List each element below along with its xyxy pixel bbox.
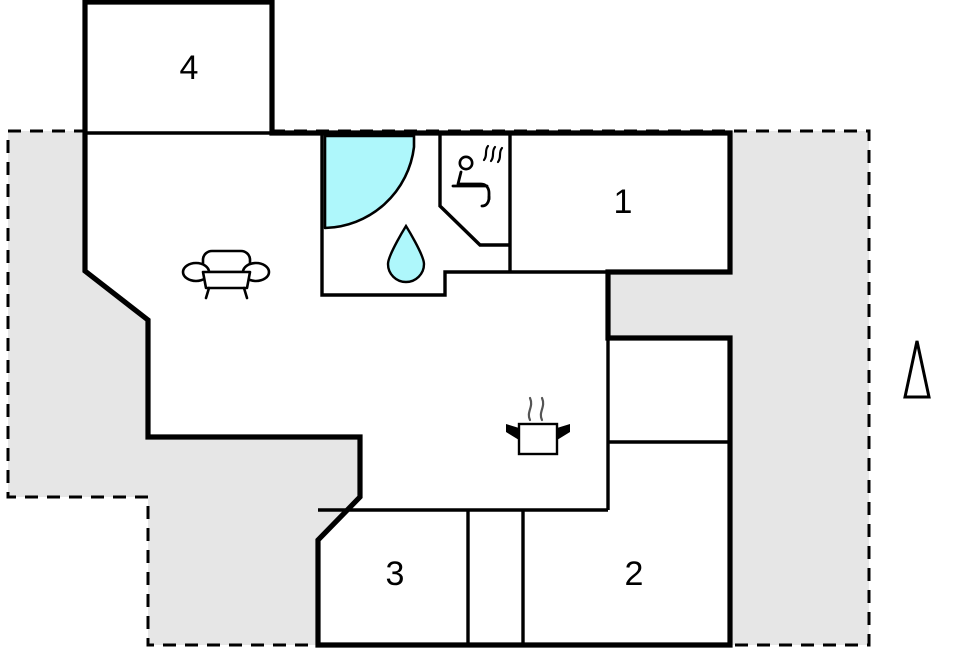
cooking-pot-steam-1	[527, 396, 533, 422]
wall-bathroom-block	[320, 133, 608, 297]
cooking-pot-steam-2	[539, 396, 545, 422]
exterior-walls-group	[82, 0, 733, 648]
room-label-4: 4	[180, 49, 199, 87]
sauna-room-group	[438, 133, 510, 247]
sauna-heat-wave-1	[482, 144, 490, 162]
bathtub-icon	[323, 134, 416, 230]
room-label-1: 1	[614, 183, 633, 221]
north-arrow-group	[903, 340, 931, 399]
sofa-icon-group	[181, 249, 271, 300]
bathtub-group	[323, 134, 416, 230]
sofa-backrest	[201, 249, 252, 274]
sauna-heat-wave-3	[496, 146, 504, 164]
sofa-leg-left	[204, 286, 211, 300]
room-4-fill	[85, 2, 272, 133]
water-drop-icon	[386, 223, 426, 284]
cooking-pot-icon-group	[506, 396, 570, 456]
room-labels-group: 1 2 3 4	[180, 49, 644, 593]
interior-walls-group	[85, 131, 730, 645]
building-outline	[82, 0, 733, 648]
plot-boundary-group	[6, 129, 871, 647]
sauna-person-head	[458, 155, 474, 171]
cooking-pot-body	[517, 422, 559, 456]
sauna-icon-group	[451, 144, 504, 208]
water-drop-group	[386, 223, 426, 284]
north-arrow-icon	[903, 340, 931, 399]
sauna-person-leg	[480, 195, 491, 208]
cooking-pot-handle-right	[557, 424, 570, 440]
exterior-terrain-group	[8, 131, 869, 645]
sofa-leg-right	[242, 286, 249, 300]
sauna-heat-wave-2	[489, 145, 497, 163]
room-label-2: 2	[625, 555, 644, 593]
terrain-fill	[8, 131, 869, 645]
sauna-room-outline	[438, 133, 510, 247]
sofa-seat	[201, 270, 252, 290]
plot-boundary-path	[6, 129, 871, 647]
room-label-3: 3	[386, 555, 405, 593]
cooking-pot-handle-left	[506, 424, 519, 440]
